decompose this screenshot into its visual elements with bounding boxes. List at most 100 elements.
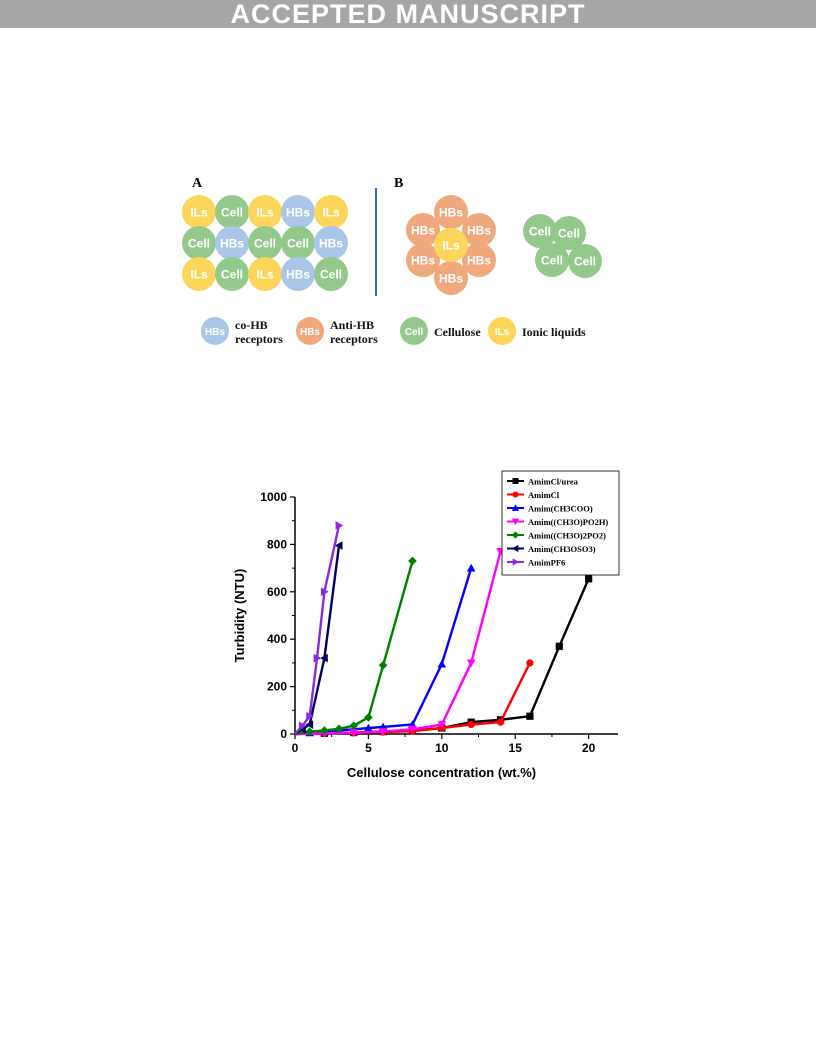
data-point [511, 531, 520, 539]
grid-a-bubble: ILs [314, 195, 348, 229]
anti-hb-bubble: HBs [434, 261, 468, 295]
legend-swatch [201, 317, 229, 345]
bubble-label: HBs [286, 268, 310, 282]
grid-a-bubble: Cell [215, 195, 249, 229]
x-tick-label: 5 [365, 741, 372, 755]
bubble-label: HBs [319, 237, 343, 251]
legend-entry: AmimCl [528, 490, 560, 500]
bubble-circle [462, 213, 496, 247]
bubble-circle [568, 244, 602, 278]
bubble-circle [248, 226, 282, 260]
bubble-label: Cell [254, 237, 276, 251]
bubble-label: Cell [221, 268, 243, 282]
data-point [320, 726, 329, 735]
data-point [334, 724, 344, 734]
data-point [467, 720, 475, 729]
bubble-label: HBs [411, 224, 435, 238]
grid-a-bubble: HBs [281, 195, 315, 229]
cellulose-bubble: Cell [568, 244, 602, 278]
legend-swatch-label: Cell [405, 327, 424, 338]
grid-a-bubble: Cell [215, 257, 249, 291]
bubble-circle [182, 257, 216, 291]
data-point [378, 660, 388, 670]
bubble-label: ILs [256, 206, 274, 220]
x-axis-label: Cellulose concentration (wt.%) [347, 765, 536, 780]
data-point [511, 504, 520, 511]
series-line [294, 578, 590, 736]
bubble-circle [182, 195, 216, 229]
data-point [512, 491, 519, 498]
bubble-label: HBs [411, 254, 435, 268]
bubble-circle [434, 195, 468, 229]
data-point [511, 544, 519, 553]
data-point [298, 721, 307, 731]
bubble-circle [314, 195, 348, 229]
bubble-circle [406, 213, 440, 247]
bubble-label: HBs [439, 272, 463, 286]
legend-entry: AmimPF6 [528, 558, 565, 568]
panel-b-label: B [394, 176, 403, 191]
bubble-circle [182, 226, 216, 260]
legend-swatch-label: HBs [205, 327, 225, 338]
anti-hb-bubble: HBs [462, 213, 496, 247]
legend-text: Anti-HB [330, 318, 374, 332]
legend-text-line2: receptors [235, 332, 283, 346]
data-point [334, 541, 343, 550]
legend-swatch [488, 317, 516, 345]
bubble-circle [314, 257, 348, 291]
grid-a-bubble: HBs [215, 226, 249, 260]
series-6 [294, 521, 344, 735]
x-tick-label: 20 [582, 741, 596, 755]
data-point [511, 518, 520, 526]
bubble-label: HBs [467, 224, 491, 238]
ils-center-bubble: ILs [434, 228, 468, 262]
bubble-label: Cell [320, 268, 342, 282]
data-point [335, 521, 344, 530]
data-point [320, 653, 328, 663]
data-point [408, 556, 417, 566]
legend-entry: Amim((CH3O)2PO2) [528, 531, 606, 541]
legend-swatch [400, 317, 428, 345]
data-point [305, 720, 314, 729]
bubble-circle [215, 257, 249, 291]
y-tick-label: 0 [280, 727, 287, 741]
bubble-circle [215, 195, 249, 229]
anti-hb-bubble: HBs [462, 243, 496, 277]
bubble-circle [281, 226, 315, 260]
grid-a-bubble: HBs [314, 226, 348, 260]
y-tick-label: 200 [267, 680, 287, 694]
y-tick-label: 600 [267, 585, 287, 599]
bubble-circle [314, 226, 348, 260]
bubble-label: ILs [442, 239, 460, 253]
bubble-circle [281, 257, 315, 291]
legend-swatch-label: HBs [300, 327, 320, 338]
series-line [294, 545, 341, 736]
bubble-circle [535, 243, 569, 277]
bubble-label: Cell [221, 206, 243, 220]
legend-text-line2: receptors [330, 332, 378, 346]
legend-text: co-HB [235, 318, 268, 332]
anti-hb-bubble: HBs [406, 213, 440, 247]
data-point [437, 659, 447, 668]
legend-box [501, 470, 620, 576]
data-point [585, 575, 593, 583]
cellulose-bubble: Cell [535, 243, 569, 277]
legend-swatch-label: ILs [495, 327, 510, 338]
panel-a-label: A [192, 176, 203, 191]
legend-entry: AmimCl/urea [528, 477, 579, 487]
data-point [512, 558, 520, 566]
grid-a-bubble: HBs [281, 257, 315, 291]
grid-a-bubble: ILs [182, 257, 216, 291]
bubble-label: Cell [558, 227, 580, 241]
bubble-label: Cell [574, 255, 596, 269]
bubble-label: Cell [529, 225, 551, 239]
data-point [408, 725, 417, 734]
bubble-label: HBs [286, 206, 310, 220]
legend-text: Ionic liquids [522, 325, 586, 339]
bubble-label: Cell [188, 237, 210, 251]
bubble-label: Cell [541, 254, 563, 268]
